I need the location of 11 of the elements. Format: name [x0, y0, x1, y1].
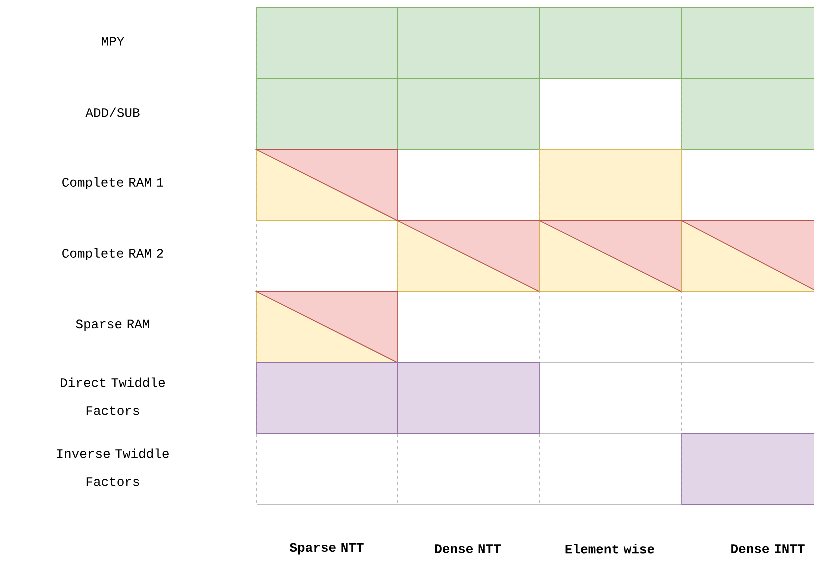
row-label: Sparse RAM	[76, 320, 150, 332]
column-label: Element wise	[566, 544, 654, 554]
row-label: Complete RAM 1	[62, 177, 164, 190]
row-label: MPY	[102, 37, 124, 46]
row-label: Direct Twiddle Factors	[61, 378, 165, 416]
row-label: ADD/SUB	[86, 108, 140, 118]
row-label: Complete RAM 2	[62, 248, 164, 261]
column-label: Dense NTT	[436, 544, 501, 554]
column-label: Sparse NTT	[290, 543, 364, 555]
row-label: Inverse Twiddle Factors	[58, 448, 169, 486]
column-label: Dense INTT	[732, 544, 805, 554]
